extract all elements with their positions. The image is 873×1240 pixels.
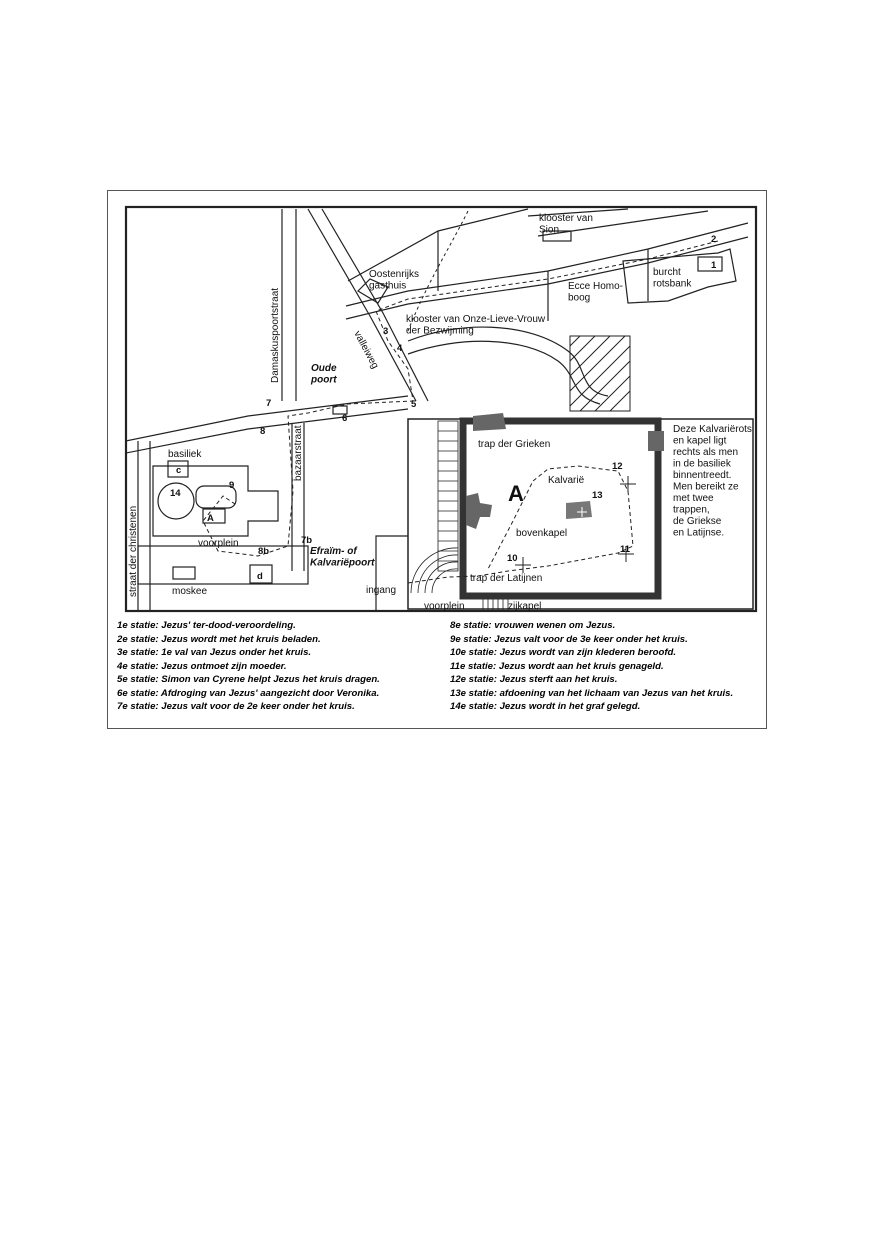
label-c: c	[176, 465, 181, 476]
inset-calvary	[375, 413, 754, 611]
station-7: 7	[266, 398, 271, 409]
legend-item: 8e statie: vrouwen wenen om Jezus.	[450, 620, 616, 631]
label-moskee: moskee	[172, 586, 207, 597]
label-valleiweg: valleiweg	[351, 329, 380, 370]
station-4: 4	[397, 343, 403, 354]
station-7b: 7b	[301, 535, 312, 546]
legend-column-left: 1e statie: Jezus' ter-dood-veroordeling.…	[117, 619, 380, 714]
legend-item: 7e statie: Jezus valt voor de 2e keer on…	[117, 701, 355, 712]
legend-column-right: 8e statie: vrouwen wenen om Jezus. 9e st…	[450, 619, 733, 714]
legend-item: 2e statie: Jezus wordt met het kruis bel…	[117, 633, 321, 645]
legend-item: 12e statie: Jezus sterft aan het kruis.	[450, 674, 618, 685]
map-border	[124, 205, 758, 613]
station-12: 12	[612, 461, 623, 472]
buildings	[137, 230, 737, 585]
label-ingang: ingang	[366, 585, 396, 596]
label-trap-der-latijnen: trap der Latijnen	[470, 573, 542, 584]
legend-item: 14e statie: Jezus wordt in het graf gele…	[450, 701, 641, 712]
label-voorplein: voorplein	[198, 538, 239, 549]
legend-item: 4e statie: Jezus ontmoet zijn moeder.	[117, 660, 287, 672]
hatched-area	[569, 335, 631, 412]
station-5: 5	[411, 399, 417, 410]
station-14: 14	[170, 488, 181, 499]
station-8b: 8b	[258, 546, 269, 557]
label-a-big: A	[508, 481, 524, 506]
station-10: 10	[507, 553, 518, 564]
legend-item: 1e statie: Jezus' ter-dood-veroordeling.	[117, 620, 296, 631]
station-1: 1	[711, 260, 717, 271]
legend-item: 13e statie: afdoening van het lichaam va…	[450, 687, 734, 699]
label-trap-der-grieken: trap der Grieken	[478, 439, 550, 450]
station-3: 3	[383, 326, 388, 337]
label-ecce-homo: Ecce Homo-boog	[568, 281, 623, 304]
label-straat-der-christenen: straat der christenen	[128, 506, 139, 597]
legend-item: 3e statie: 1e val van Jezus onder het kr…	[117, 647, 312, 658]
legend-item: 10e statie: Jezus wordt van zijn kledere…	[450, 647, 677, 658]
label-zijkapel: zijkapel	[508, 601, 541, 612]
label-bovenkapel: bovenkapel	[516, 528, 567, 539]
label-kalvarie: Kalvarië	[548, 475, 585, 486]
label-a-small: A	[207, 513, 214, 524]
station-8: 8	[260, 426, 265, 437]
legend-item: 9e statie: Jezus valt voor de 3e keer on…	[450, 633, 688, 645]
label-voorplein-inset: voorplein	[424, 601, 465, 612]
label-bazaarstraat: bazaarstraat	[293, 425, 304, 481]
legend-item: 5e statie: Simon van Cyrene helpt Jezus …	[117, 674, 380, 685]
label-damaskuspoortstraat: Damaskuspoortstraat	[270, 288, 281, 383]
legend-item: 6e statie: Afdroging van Jezus' aangezic…	[117, 687, 380, 699]
station-9: 9	[229, 480, 234, 491]
route-path	[202, 240, 719, 557]
station-13: 13	[592, 490, 603, 501]
station-2: 2	[711, 234, 716, 245]
station-6: 6	[342, 413, 347, 424]
label-d: d	[257, 571, 263, 582]
legend-item: 11e statie: Jezus wordt aan het kruis ge…	[450, 660, 664, 672]
label-basiliek: basiliek	[168, 449, 202, 460]
station-11: 11	[620, 544, 631, 555]
